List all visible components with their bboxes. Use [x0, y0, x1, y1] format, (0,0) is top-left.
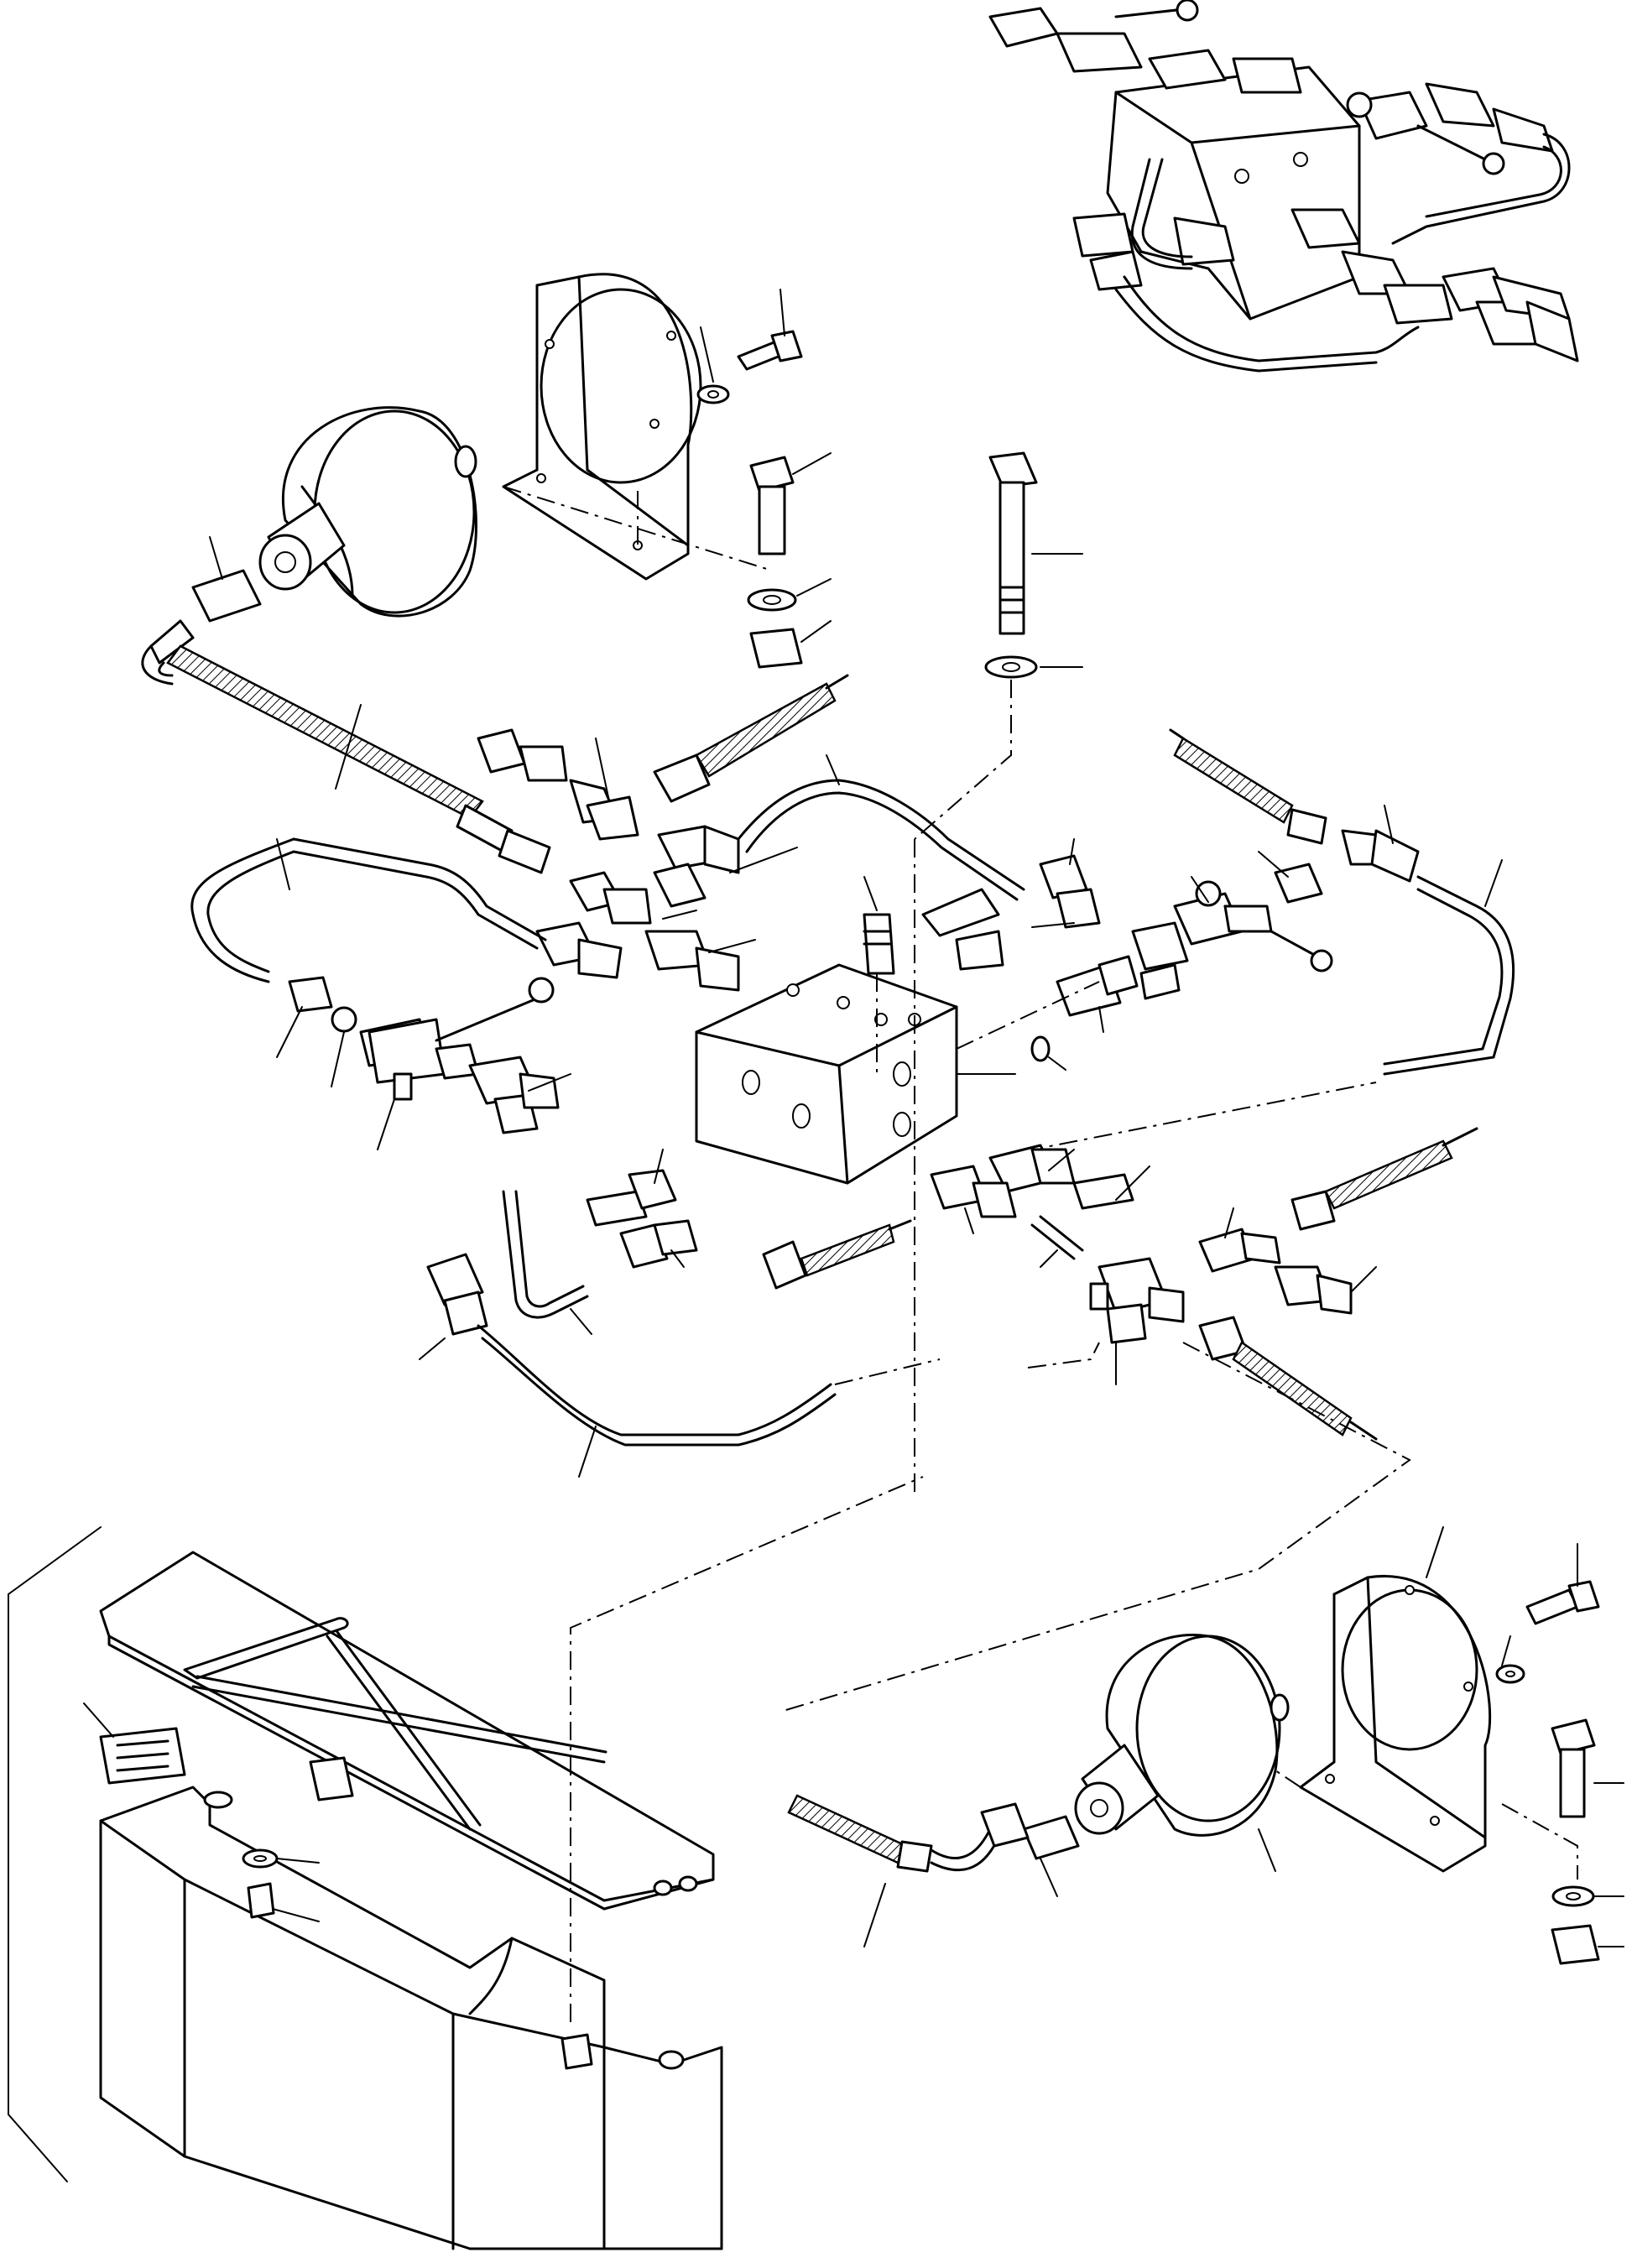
cover-assembly [8, 1476, 924, 2250]
upper-motor-assembly [191, 273, 702, 623]
lower-motor-assembly [787, 1526, 1624, 1965]
right-fittings [762, 728, 1515, 1713]
assembled-valve-inset [988, 0, 1579, 373]
upper-left-hose [141, 619, 551, 874]
bracket-fasteners [503, 289, 1083, 840]
fittings-cluster [190, 674, 1025, 1478]
central-valve-block [695, 839, 1016, 1494]
